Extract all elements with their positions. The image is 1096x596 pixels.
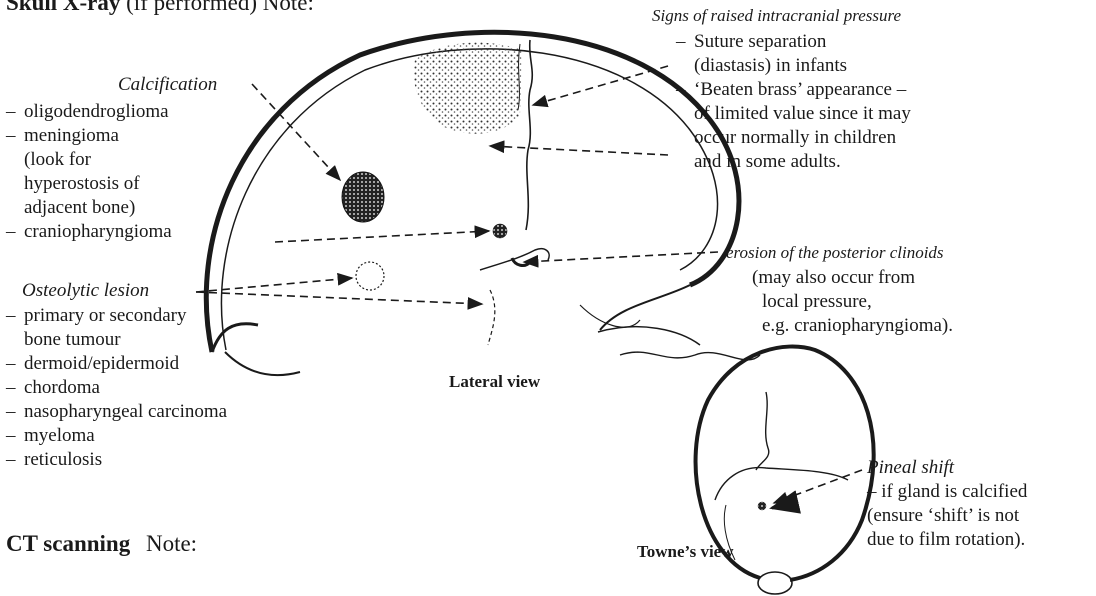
arrow-craniopharyngioma [275,231,489,242]
osteolytic-title: Osteolytic lesion [22,279,149,303]
jaw-wave [620,352,760,360]
osteolytic-item-3: –chordoma [6,376,227,400]
arrow-osteolytic-2 [196,292,482,304]
icp-item-2: –‘Beaten brass’ appearance – [676,78,911,102]
heading-title: Skull X-ray [6,0,120,15]
osteolytic-item-6: –reticulosis [6,448,227,472]
icp-item-1: (diastasis) in infants [676,54,911,78]
coronal-suture [526,40,532,230]
clinoids-line-1: local pressure, [762,290,872,314]
sella [480,249,549,270]
foramen-magnum [758,572,792,594]
lateral-view-label: Lateral view [449,370,540,394]
icp-list: –Suture separation (diastasis) in infant… [676,30,911,174]
calcification-item-5: –craniopharyngioma [6,220,172,244]
calcification-item-1: –meningioma [6,124,172,148]
clinoids-line-0: (may also occur from [752,266,915,290]
calcification-item-0: –oligodendroglioma [6,100,172,124]
osteolytic-item-0: –primary or secondary [6,304,227,328]
craniopharyngioma-dot [493,224,507,238]
icp-item-0: –Suture separation [676,30,911,54]
osteolytic-list: –primary or secondary bone tumour –dermo… [6,304,227,472]
beaten-brass-area [414,43,522,134]
heading-rest: (if performed) Note: [126,0,314,15]
lateral-skull-base [600,285,690,330]
facial-outline [598,327,700,345]
arrow-pineal [774,470,862,503]
pineal-line-2: due to film rotation). [867,528,1025,552]
arrow-osteolytic-1 [196,278,352,292]
arrow-suture [533,66,668,105]
pineal-dot [758,502,766,510]
inner-base-line [488,290,495,345]
pineal-line-0: – if gland is calcified [867,480,1027,504]
skull-xray-heading: Skull X-ray (if performed) Note: [6,0,314,17]
icp-title: Signs of raised intracranial pressure [652,4,901,28]
clinoids-title: erosion of the posterior clinoids [726,241,944,265]
osteolytic-item-5: –myeloma [6,424,227,448]
pineal-line-1: (ensure ‘shift’ is not [867,504,1019,528]
calcification-item-4: adjacent bone) [6,196,172,220]
ct-title: CT scanning [6,531,130,556]
calcification-blob [342,172,384,222]
ct-scanning-heading: CT scanning Note: [6,530,197,558]
osteolytic-item-4: –nasopharyngeal carcinoma [6,400,227,424]
ct-rest: Note: [146,531,197,556]
townes-view-label: Towne’s view [637,540,734,564]
icp-item-3: of limited value since it may [676,102,911,126]
clinoids-line-2: e.g. craniopharyngioma). [762,314,953,338]
townes-lambdoid [715,468,848,500]
calcification-item-2: (look for [6,148,172,172]
icp-item-4: occur normally in children [676,126,911,150]
pineal-title: Pineal shift [867,456,954,480]
calcification-title: Calcification [118,73,217,97]
lateral-skull-occiput [225,352,300,375]
calcification-item-3: hyperostosis of [6,172,172,196]
arrow-beaten-brass [490,146,668,155]
osteolytic-item-1: bone tumour [6,328,227,352]
osteolytic-item-2: –dermoid/epidermoid [6,352,227,376]
calcification-list: –oligodendroglioma –meningioma (look for… [6,100,172,244]
icp-item-5: and in some adults. [676,150,911,174]
osteolytic-lesion-circle [356,262,384,290]
arrow-clinoids [524,252,718,262]
townes-sagittal-suture [756,392,769,470]
